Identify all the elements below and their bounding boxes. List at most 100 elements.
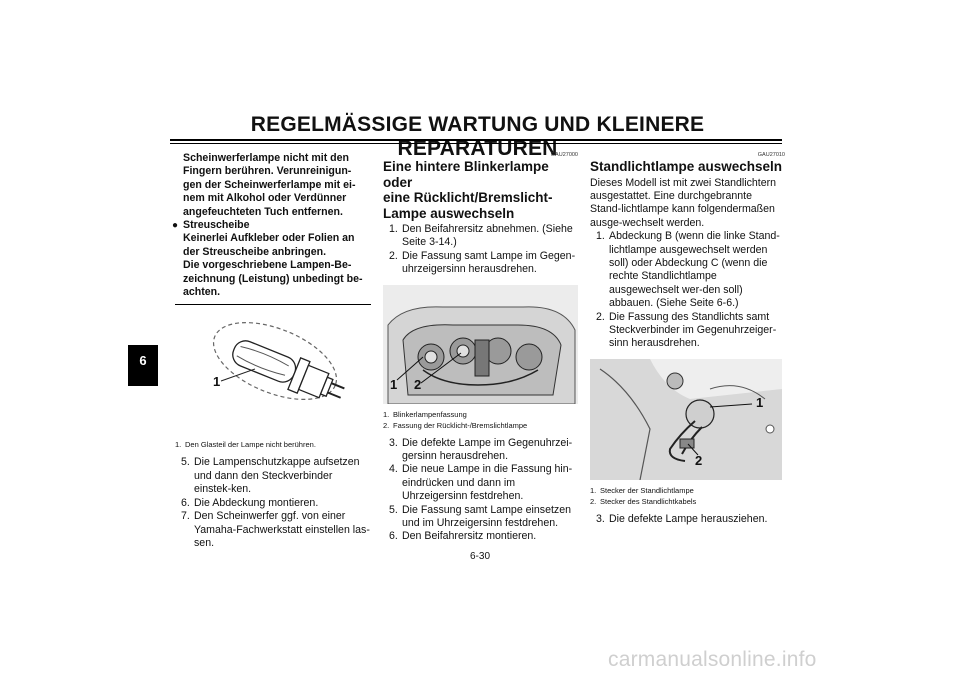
warning-line: Fingern berühren. Verunreinigun- <box>183 165 352 178</box>
section-code: GAU27000 <box>550 152 578 158</box>
parking-light-photo: 1 2 <box>590 358 782 480</box>
step-number: 6. <box>389 530 398 543</box>
step-text: Die Fassung des Standlichts samt Steckve… <box>609 310 777 350</box>
warning-line: zeichnung (Leistung) unbedingt be- <box>183 272 363 285</box>
step-text: Die defekte Lampe im Gegenuhrzei-gersinn… <box>402 436 573 463</box>
figure-callout-1: 1 <box>756 394 764 410</box>
warning-line: Die vorgeschriebene Lampen-Be- <box>183 259 352 272</box>
caption-item: 1. Stecker der Standlichtlampe <box>590 485 785 496</box>
page-number: 6-30 <box>469 551 490 562</box>
parking-light-illustration <box>590 358 782 480</box>
caption-number: 2. <box>383 420 390 430</box>
caption-number: 1. <box>590 485 597 495</box>
list-item: 3. Die defekte Lampe herausziehen. <box>596 513 785 526</box>
step-number: 4. <box>389 463 398 476</box>
section-title: Standlichtlampe auswechseln <box>590 159 783 174</box>
intro-paragraph: Dieses Modell ist mit zwei Standlichtern… <box>590 176 777 229</box>
warning-line: der Streuscheibe anbringen. <box>183 245 327 258</box>
bullet-title: Streuscheibe <box>183 219 250 232</box>
warning-line: Keinerlei Aufkleber oder Folien an <box>183 232 355 245</box>
column-2: GAU27000 Eine hintere Blinkerlampe oder … <box>383 152 578 544</box>
section-title: Eine hintere Blinkerlampe oder eine Rück… <box>383 159 578 221</box>
section-rule <box>175 304 371 306</box>
column-1: Scheinwerferlampe nicht mit den Fingern … <box>172 152 371 550</box>
step-number: 1. <box>389 223 398 235</box>
figure-callout-1: 1 <box>213 374 221 390</box>
page-header-title: REGELMÄSSIGE WARTUNG UND KLEINERE REPARA… <box>250 113 705 160</box>
list-item: 5. Die Fassung samt Lampe einsetzen und … <box>389 504 578 531</box>
figure-caption: 1. Blinkerlampenfassung 2. Fassung der R… <box>383 409 578 431</box>
list-item: 6. Den Beifahrersitz montieren. <box>389 530 578 543</box>
taillight-photo: 1 2 <box>383 284 578 404</box>
caption-item: 2. Stecker des Standlichtkabels <box>590 496 785 507</box>
step-number: 3. <box>596 512 605 525</box>
warning-line: Scheinwerferlampe nicht mit den <box>183 152 350 164</box>
step-number: 2. <box>389 249 398 262</box>
watermark: carmanualsonline.info <box>608 648 817 671</box>
column-3: GAU27010 Standlichtlampe auswechseln Die… <box>590 152 785 526</box>
step-number: 5. <box>181 456 190 469</box>
bullet-dot-icon: ● <box>172 220 179 232</box>
step-text: Die defekte Lampe herausziehen. <box>609 512 768 525</box>
step-text: Die Fassung samt Lampe einsetzen und im … <box>402 503 571 530</box>
list-item: 4. Die neue Lampe in die Fassung hin-ein… <box>389 463 578 503</box>
step-text: Die neue Lampe in die Fassung hin-eindrü… <box>402 463 573 503</box>
steps-list: 5. Die Lampenschutzkappe aufsetzen und d… <box>175 456 371 550</box>
step-number: 1. <box>596 230 605 243</box>
caption-text: Fassung der Rücklicht-/Bremslichtlampe <box>393 420 528 430</box>
caption-text: Den Glasteil der Lampe nicht berühren. <box>185 440 316 450</box>
figure-caption: 1. Stecker der Standlichtlampe 2. Stecke… <box>590 485 785 507</box>
list-item: 5. Die Lampenschutzkappe aufsetzen und d… <box>181 456 371 496</box>
step-number: 5. <box>389 503 398 516</box>
bullet-streuscheibe: ● Streuscheibe <box>172 219 371 232</box>
caption-text: Stecker der Standlichtlampe <box>600 485 694 495</box>
warning-line: gen der Scheinwerferlampe mit ei- <box>183 178 356 191</box>
figure-callout-2: 2 <box>414 376 422 392</box>
caption-text: Blinkerlampenfassung <box>393 409 467 419</box>
headlight-bulb-figure: 1 <box>175 313 371 432</box>
steps-list: 1. Abdeckung B (wenn die linke Stand-lic… <box>590 230 785 351</box>
caption-item: 1. Den Glasteil der Lampe nicht berühren… <box>175 439 371 450</box>
caption-item: 2. Fassung der Rücklicht-/Bremslichtlamp… <box>383 420 578 431</box>
warning-line: angefeuchteten Tuch entfernen. <box>183 205 343 218</box>
caption-number: 1. <box>383 409 390 419</box>
list-item: 1. Abdeckung B (wenn die linke Stand-lic… <box>596 230 785 310</box>
list-item: 7. Den Scheinwerfer ggf. von einer Yamah… <box>181 510 371 550</box>
warning-line: nem mit Alkohol oder Verdünner <box>183 192 347 205</box>
steps-list: 3. Die defekte Lampe herausziehen. <box>590 513 785 526</box>
chapter-tab: 6 <box>128 345 158 386</box>
list-item: 3. Die defekte Lampe im Gegenuhrzei-gers… <box>389 437 578 464</box>
step-text: Den Beifahrersitz montieren. <box>402 530 537 543</box>
list-item: 6. Die Abdeckung montieren. <box>181 497 371 510</box>
caption-number: 1. <box>175 440 182 450</box>
caption-text: Stecker des Standlichtkabels <box>600 496 697 506</box>
step-number: 7. <box>181 510 190 523</box>
figure-callout-1: 1 <box>390 376 398 392</box>
header-rule <box>170 139 782 141</box>
warning-line: achten. <box>183 286 221 299</box>
step-text: Die Lampenschutzkappe aufsetzen und dann… <box>194 456 360 496</box>
steps-list: 1. Den Beifahrersitz abnehmen. (Siehe Se… <box>383 223 578 277</box>
bulb-illustration <box>212 322 345 401</box>
list-item: 1. Den Beifahrersitz abnehmen. (Siehe Se… <box>389 223 578 250</box>
list-item: 2. Die Fassung des Standlichts samt Stec… <box>596 311 785 351</box>
list-item: 2. Die Fassung samt Lampe im Gegen-uhrze… <box>389 250 578 277</box>
caption-number: 2. <box>590 496 597 506</box>
step-text: Die Abdeckung montieren. <box>194 496 319 509</box>
steps-list: 3. Die defekte Lampe im Gegenuhrzei-gers… <box>383 437 578 544</box>
title-line: Lampe auswechseln <box>383 205 515 221</box>
section-code: GAU27010 <box>757 152 785 158</box>
figure-callout-2: 2 <box>695 452 703 468</box>
step-number: 3. <box>389 436 398 449</box>
figure-caption: 1. Den Glasteil der Lampe nicht berühren… <box>175 439 371 450</box>
taillight-illustration <box>383 284 578 404</box>
header-rule-thin <box>170 143 782 144</box>
caption-item: 1. Blinkerlampenfassung <box>383 409 578 420</box>
step-text: Den Scheinwerfer ggf. von einer Yamaha-F… <box>194 510 370 549</box>
step-text: Den Beifahrersitz abnehmen. (Siehe Seite… <box>402 223 573 249</box>
step-text: Die Fassung samt Lampe im Gegen-uhrzeige… <box>402 249 576 276</box>
title-line: Eine hintere Blinkerlampe oder <box>383 159 549 190</box>
step-number: 2. <box>596 310 605 323</box>
step-number: 6. <box>181 496 190 509</box>
title-line: eine Rücklicht/Bremslicht- <box>383 190 553 205</box>
